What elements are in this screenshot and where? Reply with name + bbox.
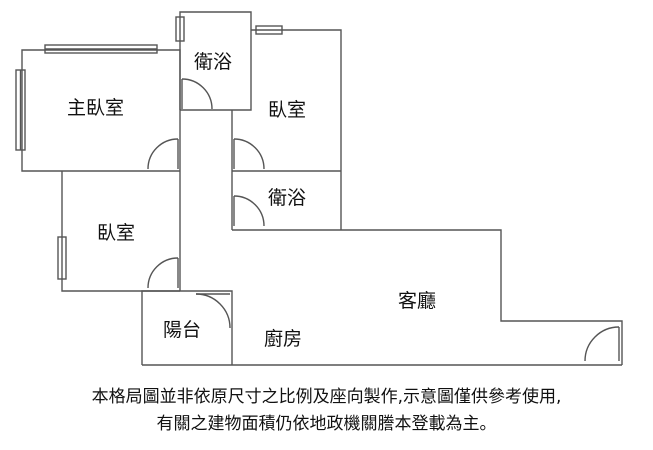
room-label-living-room: 客廳 <box>398 290 437 312</box>
door-balcony <box>195 293 231 329</box>
door-master <box>147 138 179 170</box>
room-label-bedroom-left: 臥室 <box>97 222 136 244</box>
room-label-bath-top: 衛浴 <box>194 51 233 73</box>
room-label-kitchen: 廚房 <box>264 328 303 350</box>
outer-wall-bath-top <box>179 11 252 111</box>
room-label-balcony: 陽台 <box>163 319 202 341</box>
disclaimer-line-1: 本格局圖並非依原尺寸之比例及座向製作,示意圖僅供參考使用, <box>91 387 562 407</box>
window-bath-top <box>175 16 185 42</box>
door-bath-middle <box>233 195 265 227</box>
disclaimer-line-2: 有關之建物面積仍依地政機關謄本登載為主。 <box>156 414 497 434</box>
room-label-bedroom-right: 臥室 <box>268 99 307 121</box>
door-bedroom-right <box>233 138 265 170</box>
outer-wall-bedroom-right <box>251 29 342 230</box>
outer-wall-balcony <box>141 290 180 365</box>
outer-wall-living <box>232 229 623 365</box>
door-entrance <box>584 326 620 362</box>
door-bedroom-left <box>147 257 179 289</box>
door-bath-top <box>181 78 213 110</box>
room-label-bath-middle: 衛浴 <box>268 187 307 209</box>
outer-wall-bedroom-left <box>61 171 180 292</box>
room-label-master-bedroom: 主臥室 <box>67 97 125 119</box>
wall-balcony-kitchen <box>180 290 233 365</box>
window-bedroom-left <box>57 236 67 280</box>
window-bedroom-right <box>255 25 283 35</box>
